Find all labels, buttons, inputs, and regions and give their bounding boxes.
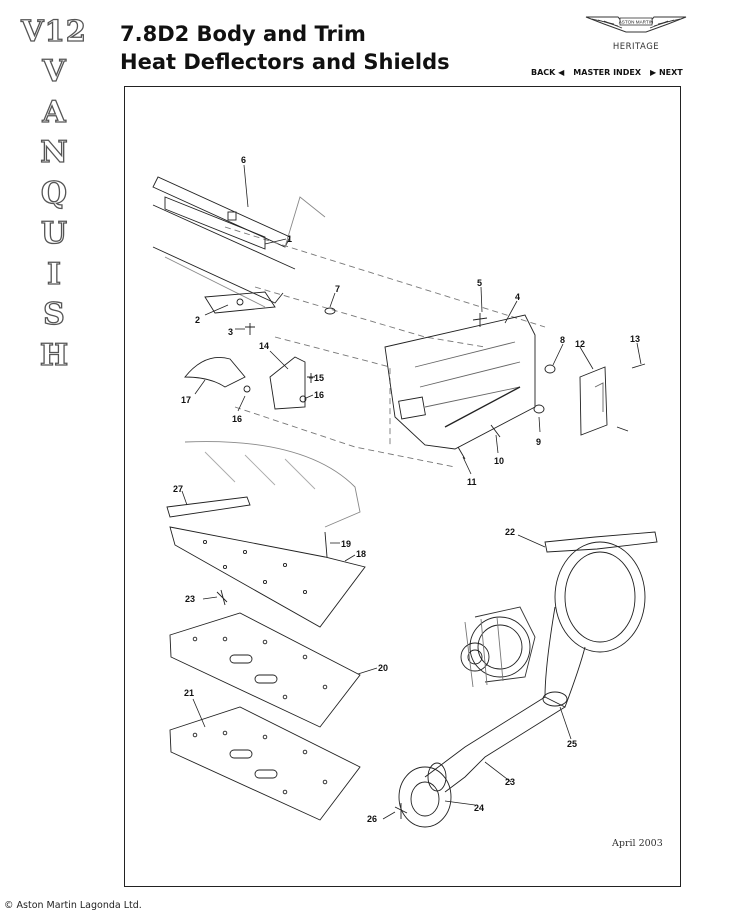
- callout-9: 9: [536, 437, 541, 447]
- svg-text:ASTON MARTIN: ASTON MARTIN: [619, 20, 654, 25]
- heritage-label: HERITAGE: [612, 42, 660, 52]
- callout-8: 8: [560, 335, 565, 345]
- callout-23: 23: [185, 594, 195, 604]
- callout-22: 22: [505, 527, 515, 537]
- callout-21: 21: [184, 688, 194, 698]
- callout-1: 1: [287, 234, 292, 244]
- master-index-link[interactable]: MASTER INDEX: [573, 68, 642, 77]
- model-letter: I: [46, 256, 62, 292]
- vanquish-side-title: V12 V A N Q U I S H: [12, 13, 96, 376]
- aston-martin-wings-logo: ASTON MARTIN: [585, 16, 687, 33]
- callout-7: 7: [335, 284, 340, 294]
- next-link[interactable]: ▶ NEXT: [650, 68, 683, 77]
- model-letter: A: [42, 94, 67, 130]
- callout-5: 5: [477, 278, 482, 288]
- page-title: 7.8D2 Body and Trim Heat Deflectors and …: [120, 20, 450, 76]
- copyright-notice: © Aston Martin Lagonda Ltd.: [4, 900, 142, 911]
- callout-16-lower: 16: [232, 414, 242, 424]
- callout-26: 26: [367, 814, 377, 824]
- callout-11: 11: [467, 477, 477, 487]
- callout-12: 12: [575, 339, 585, 349]
- callout-16: 16: [314, 390, 324, 400]
- navigation-links: BACK ◀ MASTER INDEX ▶ NEXT: [531, 68, 683, 77]
- callout-6: 6: [241, 155, 246, 165]
- callout-25: 25: [567, 739, 577, 749]
- section-title: 7.8D2 Body and Trim: [120, 22, 366, 46]
- exploded-parts-diagram: 1 2 3 4 5 6 7 8 9 10 11 12 13 14 15 16 1…: [152, 155, 658, 828]
- callout-17: 17: [181, 395, 191, 405]
- model-label: V12: [20, 13, 87, 48]
- callout-23-hose: 23: [505, 777, 515, 787]
- model-letter: S: [43, 296, 66, 332]
- callout-4: 4: [515, 292, 520, 302]
- callout-18: 18: [356, 549, 366, 559]
- callout-24: 24: [474, 803, 484, 813]
- callout-15: 15: [314, 373, 324, 383]
- callout-27: 27: [173, 484, 183, 494]
- callout-13: 13: [630, 334, 640, 344]
- callout-2: 2: [195, 315, 200, 325]
- callout-14: 14: [259, 341, 269, 351]
- back-link[interactable]: BACK ◀: [531, 68, 565, 77]
- model-letter: V: [42, 53, 67, 89]
- model-letter: U: [40, 215, 68, 251]
- document-date: April 2003: [612, 838, 663, 849]
- diagram-frame: 1 2 3 4 5 6 7 8 9 10 11 12 13 14 15 16 1…: [124, 86, 681, 887]
- callout-3: 3: [228, 327, 233, 337]
- model-letter: H: [39, 337, 69, 373]
- model-name-letters: V A N Q U I S H: [12, 52, 96, 376]
- brand-block: ASTON MARTIN HERITAGE: [580, 8, 692, 52]
- model-letter: Q: [40, 175, 68, 211]
- callout-19: 19: [341, 539, 351, 549]
- callout-20: 20: [378, 663, 388, 673]
- section-subtitle: Heat Deflectors and Shields: [120, 50, 450, 74]
- model-letter: N: [40, 134, 69, 170]
- callout-10: 10: [494, 456, 504, 466]
